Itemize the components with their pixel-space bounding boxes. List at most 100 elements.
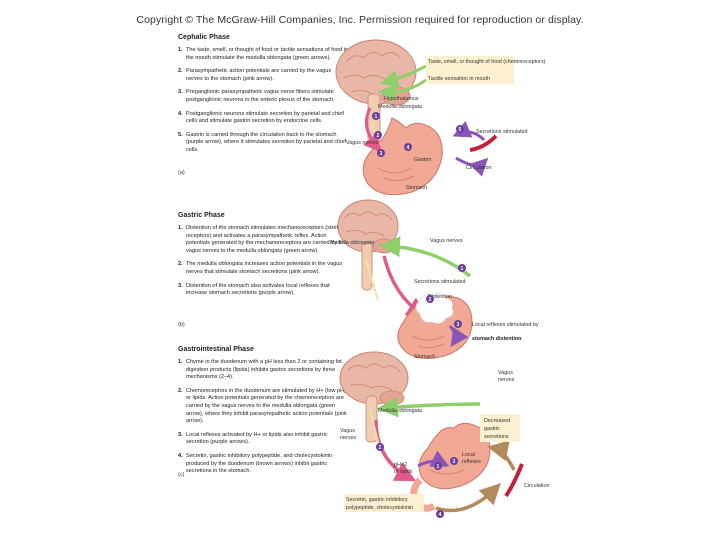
- svg-text:2: 2: [379, 445, 382, 451]
- cephalic-step-2: 2.Parasympathetic action potentials are …: [178, 68, 332, 82]
- svg-text:4: 4: [407, 145, 410, 151]
- stomach-distention-label: stomach distention: [472, 336, 521, 342]
- badge-a5: [456, 125, 464, 133]
- svg-text:5: 5: [459, 127, 462, 133]
- panel-letter-a: (a): [178, 170, 185, 176]
- badge-a1: [372, 112, 380, 120]
- badge-c3: [450, 457, 458, 465]
- tactile-label: Tactile sensation in mouth: [428, 76, 490, 82]
- blood-vessel: [504, 463, 524, 498]
- distention-cloud: [415, 293, 454, 324]
- local-reflex-label: Local reflexes stimulated by: [472, 322, 539, 328]
- secretin-label-2: polypeptide, cholecystokinin: [346, 505, 413, 511]
- cephalic-title: Cephalic Phase: [178, 34, 230, 41]
- intestinal-diagram: Vagus nerves Medulla oblongata Vagus ner…: [339, 351, 549, 518]
- green-arrow-tactile: [378, 78, 427, 103]
- purple-arrow-local: [448, 325, 469, 347]
- circulation-label-c: Circulation: [524, 483, 549, 489]
- badge-c4: [436, 510, 444, 518]
- svg-text:3: 3: [380, 151, 383, 157]
- brown-arrow-return: [487, 440, 516, 471]
- pink-arrow-inhibit: [374, 419, 417, 482]
- taste-label-box: [426, 56, 514, 84]
- local-label-1: Local: [462, 452, 475, 458]
- decreased-label-3: secretions: [484, 434, 509, 440]
- brain-folds: [343, 52, 401, 95]
- cephalic-phase-text: Cephalic Phase 1.The taste, smell, or th…: [178, 34, 348, 161]
- blood-vessel: [469, 134, 498, 152]
- intestinal-phase-text: Gastrointestinal Phase 1.Chyme in the du…: [178, 346, 348, 482]
- green-arrow-vagus: [377, 396, 481, 418]
- badge-c2: [376, 443, 384, 451]
- vagus-label-c-left-2: nerves: [340, 435, 356, 441]
- green-arrow-vagus: [379, 236, 472, 278]
- panel-letter-c: (c): [178, 472, 185, 478]
- copyright-header: Copyright © The McGraw-Hill Companies, I…: [136, 14, 584, 26]
- panel-letter-b: (b): [178, 322, 185, 328]
- purple-arrow-gastrin: [455, 156, 489, 177]
- badge-b1: [458, 264, 466, 272]
- green-arrow-medulla: [380, 64, 427, 88]
- circulation-label-a: Circulation: [466, 165, 491, 171]
- vagus-nerve: [369, 409, 381, 451]
- stomach: [418, 422, 491, 490]
- intestinal-title: Gastrointestinal Phase: [178, 346, 254, 353]
- svg-text:1: 1: [437, 464, 440, 470]
- gastrin-label: Gastrin: [414, 157, 431, 163]
- svg-text:1: 1: [461, 266, 464, 272]
- decreased-secretions-box: [480, 414, 520, 442]
- medulla-label-c: Medulla oblongata: [378, 408, 422, 414]
- secretions-label-a: Secretions stimulated: [476, 129, 528, 135]
- svg-text:2: 2: [377, 133, 380, 139]
- medulla-label-a: Medulla oblongata: [378, 104, 422, 110]
- hypothalamus-label: Hypothalamus: [384, 96, 419, 102]
- svg-text:2: 2: [429, 297, 432, 303]
- svg-text:4: 4: [439, 512, 442, 518]
- intestinal-step-2: 2.Chemoreceptors in the duodenum are sti…: [178, 387, 347, 425]
- taste-label: Taste, smell, or thought of food (chemor…: [428, 59, 546, 65]
- gastric-step-2: 2.The medulla oblongata increases action…: [178, 261, 343, 275]
- gastric-step-3: 3.Distention of the stomach also activat…: [178, 282, 330, 297]
- intestinal-step-3: 3.Local reflexes activated by H+ or lipi…: [178, 431, 328, 446]
- brain-folds: [347, 363, 401, 391]
- badge-a2: [374, 131, 382, 139]
- badge-b3: [454, 320, 462, 328]
- stomach-label-a: Stomach: [406, 185, 427, 191]
- svg-text:1: 1: [375, 114, 378, 120]
- cephalic-diagram: Taste, smell, or thought of food (chemor…: [335, 39, 546, 196]
- stomach-folds: [377, 167, 415, 181]
- decreased-label-2: gastric: [484, 426, 500, 432]
- pink-arrow-vagus: [363, 107, 383, 153]
- badge-a3: [377, 149, 385, 157]
- cephalic-step-1: 1.The taste, smell, or thought of food o…: [178, 47, 349, 61]
- stomach-label-b: Stomach: [414, 354, 435, 360]
- purple-arrow-return: [452, 121, 486, 142]
- stomach-folds: [411, 335, 445, 348]
- vagus-label-c-right-2: nerves: [498, 377, 514, 383]
- vagus-label-b: Vagus nerves: [430, 238, 463, 244]
- brown-arrow-hormones: [435, 483, 501, 513]
- secretions-label-b: Secretions stimulated: [414, 279, 466, 285]
- medulla-label-b: Medulla oblongata: [330, 240, 374, 246]
- badge-a4: [404, 143, 412, 151]
- stomach-folds: [429, 469, 465, 475]
- distention-label: Distention: [428, 294, 452, 300]
- vagus-label-c-left: Vagus: [340, 428, 355, 434]
- ph-label-2: or lipids: [394, 469, 413, 475]
- svg-text:3: 3: [457, 322, 460, 328]
- badge-b2: [426, 295, 434, 303]
- intestinal-step-1: 1.Chyme in the duodenum with a pH less t…: [178, 359, 342, 381]
- ph-label-1: pH<2: [394, 462, 407, 468]
- cephalic-step-5: 5.Gastrin is carried through the circula…: [178, 131, 347, 153]
- secretin-box: [344, 494, 424, 512]
- gastric-title: Gastric Phase: [178, 212, 225, 219]
- purple-arrow-local: [417, 450, 450, 468]
- badge-c1: [434, 462, 442, 470]
- vagus-nerve: [365, 259, 379, 301]
- cerebellum: [379, 390, 405, 406]
- secretin-label-1: Secretin, gastric inhibitory: [346, 497, 408, 503]
- brain-folds: [343, 211, 393, 237]
- decreased-label-1: Decreased: [484, 418, 510, 424]
- intestinal-step-4: 4.Secretin, gastric inhibitory polypepti…: [178, 452, 333, 475]
